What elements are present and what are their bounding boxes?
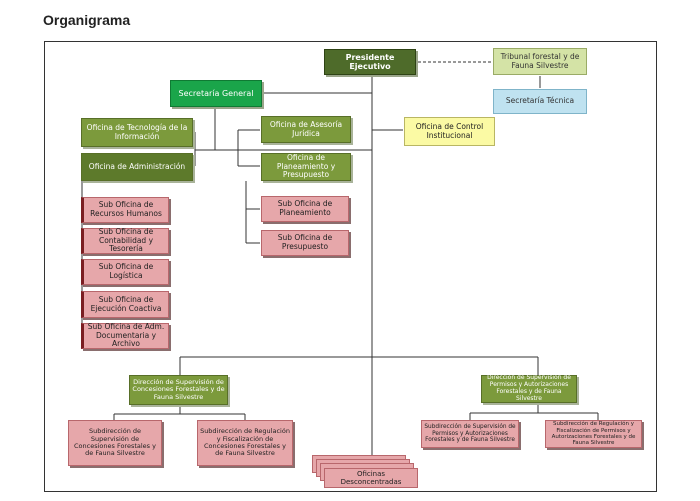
page-title: Organigrama: [43, 12, 131, 28]
sub-ejecucion-coactiva-box[interactable]: Sub Oficina de Ejecución Coactiva: [81, 291, 169, 318]
subdir-regulacion-concesiones-box[interactable]: Subdirección de Regulación y Fiscalizaci…: [197, 420, 293, 466]
sub-contabilidad-box[interactable]: Sub Oficina de Contabilidad y Tesorería: [81, 227, 169, 254]
tecnologia-box[interactable]: Oficina de Tecnología de la Información: [81, 118, 193, 147]
presidente-ejecutivo-box[interactable]: Presidente Ejecutivo: [324, 49, 416, 75]
org-chart-frame: [44, 41, 657, 492]
oficinas-desconcentradas-box[interactable]: Oficinas Desconcentradas: [324, 468, 418, 488]
secretaria-tecnica-box[interactable]: Secretaría Técnica: [493, 89, 587, 114]
direccion-concesiones-box[interactable]: Dirección de Supervisión de Concesiones …: [129, 375, 228, 405]
planeamiento-presupuesto-box[interactable]: Oficina de Planeamiento y Presupuesto: [261, 153, 351, 181]
sub-logistica-box[interactable]: Sub Oficina de Logística: [81, 259, 169, 285]
sub-recursos-humanos-box[interactable]: Sub Oficina de Recursos Humanos: [81, 197, 169, 223]
asesoria-juridica-box[interactable]: Oficina de Asesoría Jurídica: [261, 116, 351, 143]
administracion-box[interactable]: Oficina de Administración: [81, 153, 193, 181]
sub-planeamiento-box[interactable]: Sub Oficina de Planeamiento: [261, 196, 349, 222]
subdir-supervision-concesiones-box[interactable]: Subdirección de Supervisión de Concesion…: [68, 420, 162, 466]
subdir-regulacion-permisos-box[interactable]: Subdirección de Regulación y Fiscalizaci…: [545, 420, 642, 448]
secretaria-general-box[interactable]: Secretaría General: [170, 80, 262, 107]
direccion-permisos-box[interactable]: Dirección de Supervisión de Permisos y A…: [481, 374, 577, 403]
control-institucional-box[interactable]: Oficina de Control Institucional: [404, 117, 495, 146]
sub-presupuesto-box[interactable]: Sub Oficina de Presupuesto: [261, 230, 349, 256]
tribunal-forestal-box[interactable]: Tribunal forestal y de Fauna Silvestre: [493, 48, 587, 75]
sub-adm-documentaria-box[interactable]: Sub Oficina de Adm. Documentaria y Archi…: [81, 322, 169, 349]
subdir-supervision-permisos-box[interactable]: Subdirección de Supervisión de Permisos …: [421, 420, 519, 448]
